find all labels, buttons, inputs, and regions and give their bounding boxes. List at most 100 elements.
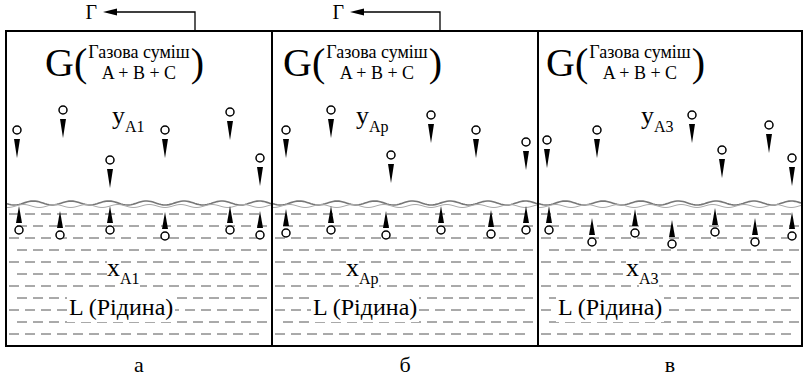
phase-name: Газова суміш xyxy=(88,42,189,63)
liquid-hatch xyxy=(291,238,301,239)
liquid-hatch xyxy=(315,274,325,275)
liquid-hatch xyxy=(653,238,663,239)
liquid-hatch xyxy=(483,286,493,287)
liquid-hatch xyxy=(9,214,19,215)
liquid-hatch xyxy=(459,226,469,227)
liquid-hatch xyxy=(557,238,567,239)
liquid-hatch xyxy=(33,322,43,323)
liquid-hatch xyxy=(693,322,703,323)
liquid-hatch xyxy=(275,262,285,263)
liquid-hatch xyxy=(451,214,461,215)
liquid-hatch xyxy=(709,298,719,299)
liquid-hatch xyxy=(669,310,679,311)
molecule-dot xyxy=(593,126,601,134)
liquid-hatch xyxy=(661,322,671,323)
liquid-hatch xyxy=(387,334,397,335)
mixture-text: Газова сумішA + B + C xyxy=(589,42,690,83)
liquid-hatch xyxy=(749,214,759,215)
up-arrow xyxy=(589,218,595,235)
liquid-hatch xyxy=(177,322,187,323)
liquid-hatch xyxy=(589,214,599,215)
liquid-hatch xyxy=(169,214,179,215)
liquid-hatch xyxy=(483,334,493,335)
liquid-hatch xyxy=(685,310,695,311)
liquid-hatch xyxy=(65,226,75,227)
up-arrow xyxy=(162,212,168,229)
molecule-dot xyxy=(765,121,773,129)
liquid-hatch xyxy=(565,322,575,323)
liquid-hatch xyxy=(765,262,775,263)
liquid-concentration: xA3 xyxy=(626,254,659,283)
liquid-hatch xyxy=(451,310,461,311)
liquid-hatch xyxy=(105,334,115,335)
panel-letter: а xyxy=(134,353,144,377)
liquid-hatch xyxy=(451,334,461,335)
interface-line xyxy=(539,201,801,205)
liquid-hatch xyxy=(225,250,235,251)
liquid-hatch xyxy=(459,322,469,323)
liquid-hatch xyxy=(65,274,75,275)
liquid-hatch xyxy=(685,286,695,287)
liquid-hatch xyxy=(573,214,583,215)
flow-label: Г xyxy=(332,1,344,23)
liquid-hatch xyxy=(685,214,695,215)
liquid-hatch xyxy=(185,310,195,311)
liquid-hatch xyxy=(613,250,623,251)
liquid-hatch xyxy=(669,214,679,215)
liquid-hatch xyxy=(725,298,735,299)
liquid-hatch xyxy=(161,250,171,251)
liquid-hatch xyxy=(427,322,437,323)
liquid-hatch xyxy=(89,214,99,215)
liquid-hatch xyxy=(709,322,719,323)
liquid-hatch xyxy=(741,298,751,299)
liquid-hatch xyxy=(371,262,381,263)
liquid-hatch xyxy=(757,322,767,323)
liquid-hatch xyxy=(499,214,509,215)
liquid-hatch xyxy=(371,334,381,335)
liquid-hatch xyxy=(217,262,227,263)
liquid-hatch xyxy=(291,262,301,263)
liquid-hatch xyxy=(781,334,791,335)
liquid-hatch xyxy=(661,226,671,227)
liquid-hatch xyxy=(589,286,599,287)
liquid-hatch xyxy=(363,250,373,251)
liquid-hatch xyxy=(121,262,131,263)
liquid-hatch xyxy=(467,214,477,215)
liquid-hatch xyxy=(451,238,461,239)
liquid-hatch xyxy=(137,262,147,263)
liquid-hatch xyxy=(89,286,99,287)
liquid-hatch xyxy=(733,334,743,335)
liquid-hatch xyxy=(541,310,551,311)
variable: x xyxy=(346,254,359,283)
liquid-hatch xyxy=(33,226,43,227)
arrow-head xyxy=(350,9,364,16)
gas-mixture-label: G(Газова сумішA + B + C) xyxy=(283,42,442,83)
liquid-hatch xyxy=(499,238,509,239)
liquid-hatch xyxy=(121,214,131,215)
liquid-hatch xyxy=(411,274,421,275)
liquid-hatch xyxy=(379,250,389,251)
liquid-hatch xyxy=(81,226,91,227)
liquid-hatch xyxy=(637,238,647,239)
liquid-hatch xyxy=(507,322,517,323)
liquid-hatch xyxy=(483,310,493,311)
down-arrow xyxy=(14,139,20,158)
liquid-hatch xyxy=(581,274,591,275)
liquid-hatch xyxy=(291,310,301,311)
liquid-hatch xyxy=(507,250,517,251)
liquid-hatch xyxy=(65,322,75,323)
liquid-hatch xyxy=(73,214,83,215)
liquid-hatch xyxy=(283,274,293,275)
liquid-hatch xyxy=(371,238,381,239)
liquid-hatch xyxy=(605,238,615,239)
up-arrow xyxy=(438,206,444,223)
liquid-hatch xyxy=(411,322,421,323)
liquid-hatch xyxy=(201,238,211,239)
liquid-hatch xyxy=(217,214,227,215)
liquid-hatch xyxy=(275,238,285,239)
liquid-hatch xyxy=(717,286,727,287)
liquid-hatch xyxy=(677,274,687,275)
liquid-hatch xyxy=(339,334,349,335)
liquid-hatch xyxy=(701,310,711,311)
liquid-hatch xyxy=(693,250,703,251)
